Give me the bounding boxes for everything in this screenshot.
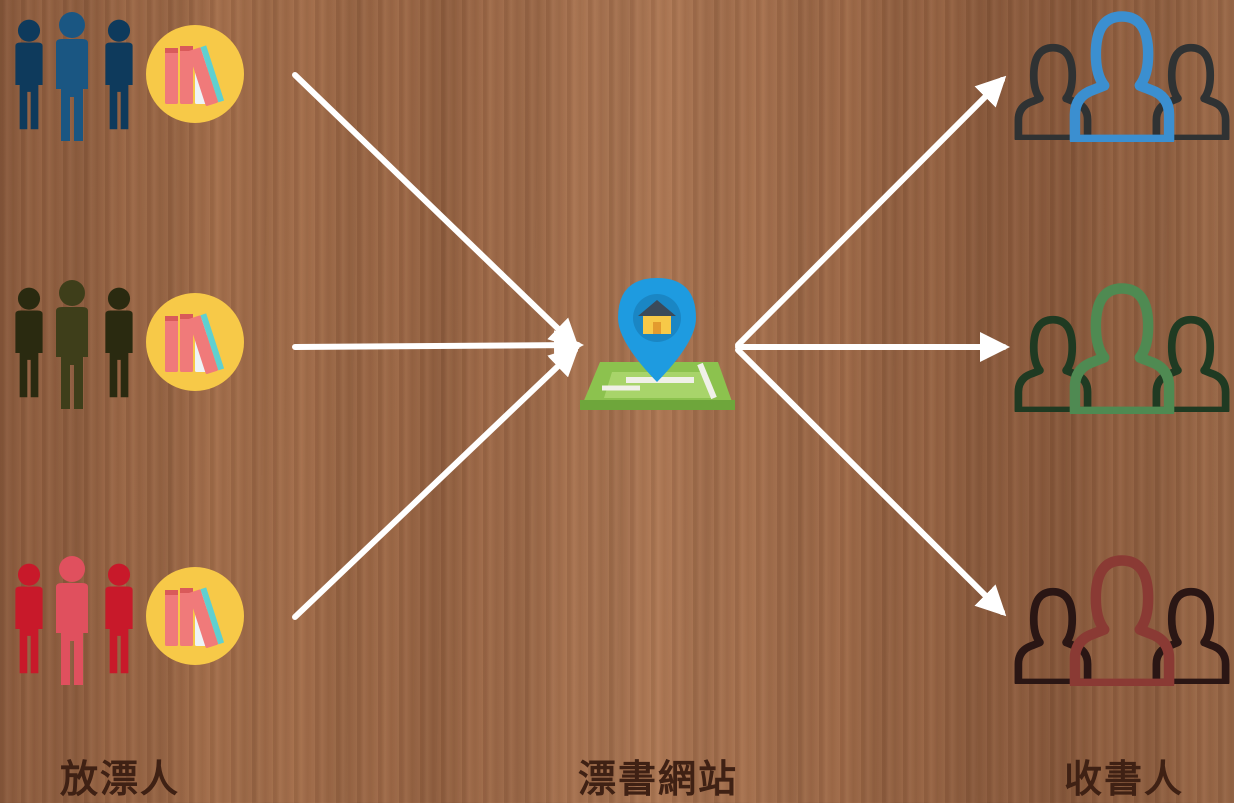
receivers-label: 收書人 (1063, 757, 1184, 801)
user-group-outline-icon (1018, 16, 1225, 139)
books-icon (146, 567, 244, 665)
user-group-outline-icon (1018, 288, 1225, 411)
people-group-icon (15, 12, 133, 141)
books-icon (146, 25, 244, 123)
receiver-group-green (1018, 288, 1225, 411)
arrow-receiver-0 (735, 75, 1007, 348)
incoming-arrows (292, 72, 584, 620)
arrow-sender-0 (292, 72, 580, 350)
people-group-icon (15, 556, 133, 685)
books-icon (146, 293, 244, 391)
site-label: 漂書網站 (577, 757, 738, 801)
receiver-group-maroon (1018, 560, 1225, 683)
receiver-group-blue (1018, 16, 1225, 139)
user-group-outline-icon (1018, 560, 1225, 683)
arrow-receiver-2 (735, 347, 1007, 617)
sender-group-olive (15, 280, 244, 409)
sender-group-blue (15, 12, 244, 141)
arrow-sender-1 (292, 330, 584, 361)
sender-group-red (15, 556, 244, 685)
arrow-sender-2 (292, 345, 580, 620)
outgoing-arrows (735, 75, 1010, 617)
senders-label: 放漂人 (59, 757, 180, 801)
map-location-pin-icon (580, 278, 735, 410)
people-group-icon (15, 280, 133, 409)
